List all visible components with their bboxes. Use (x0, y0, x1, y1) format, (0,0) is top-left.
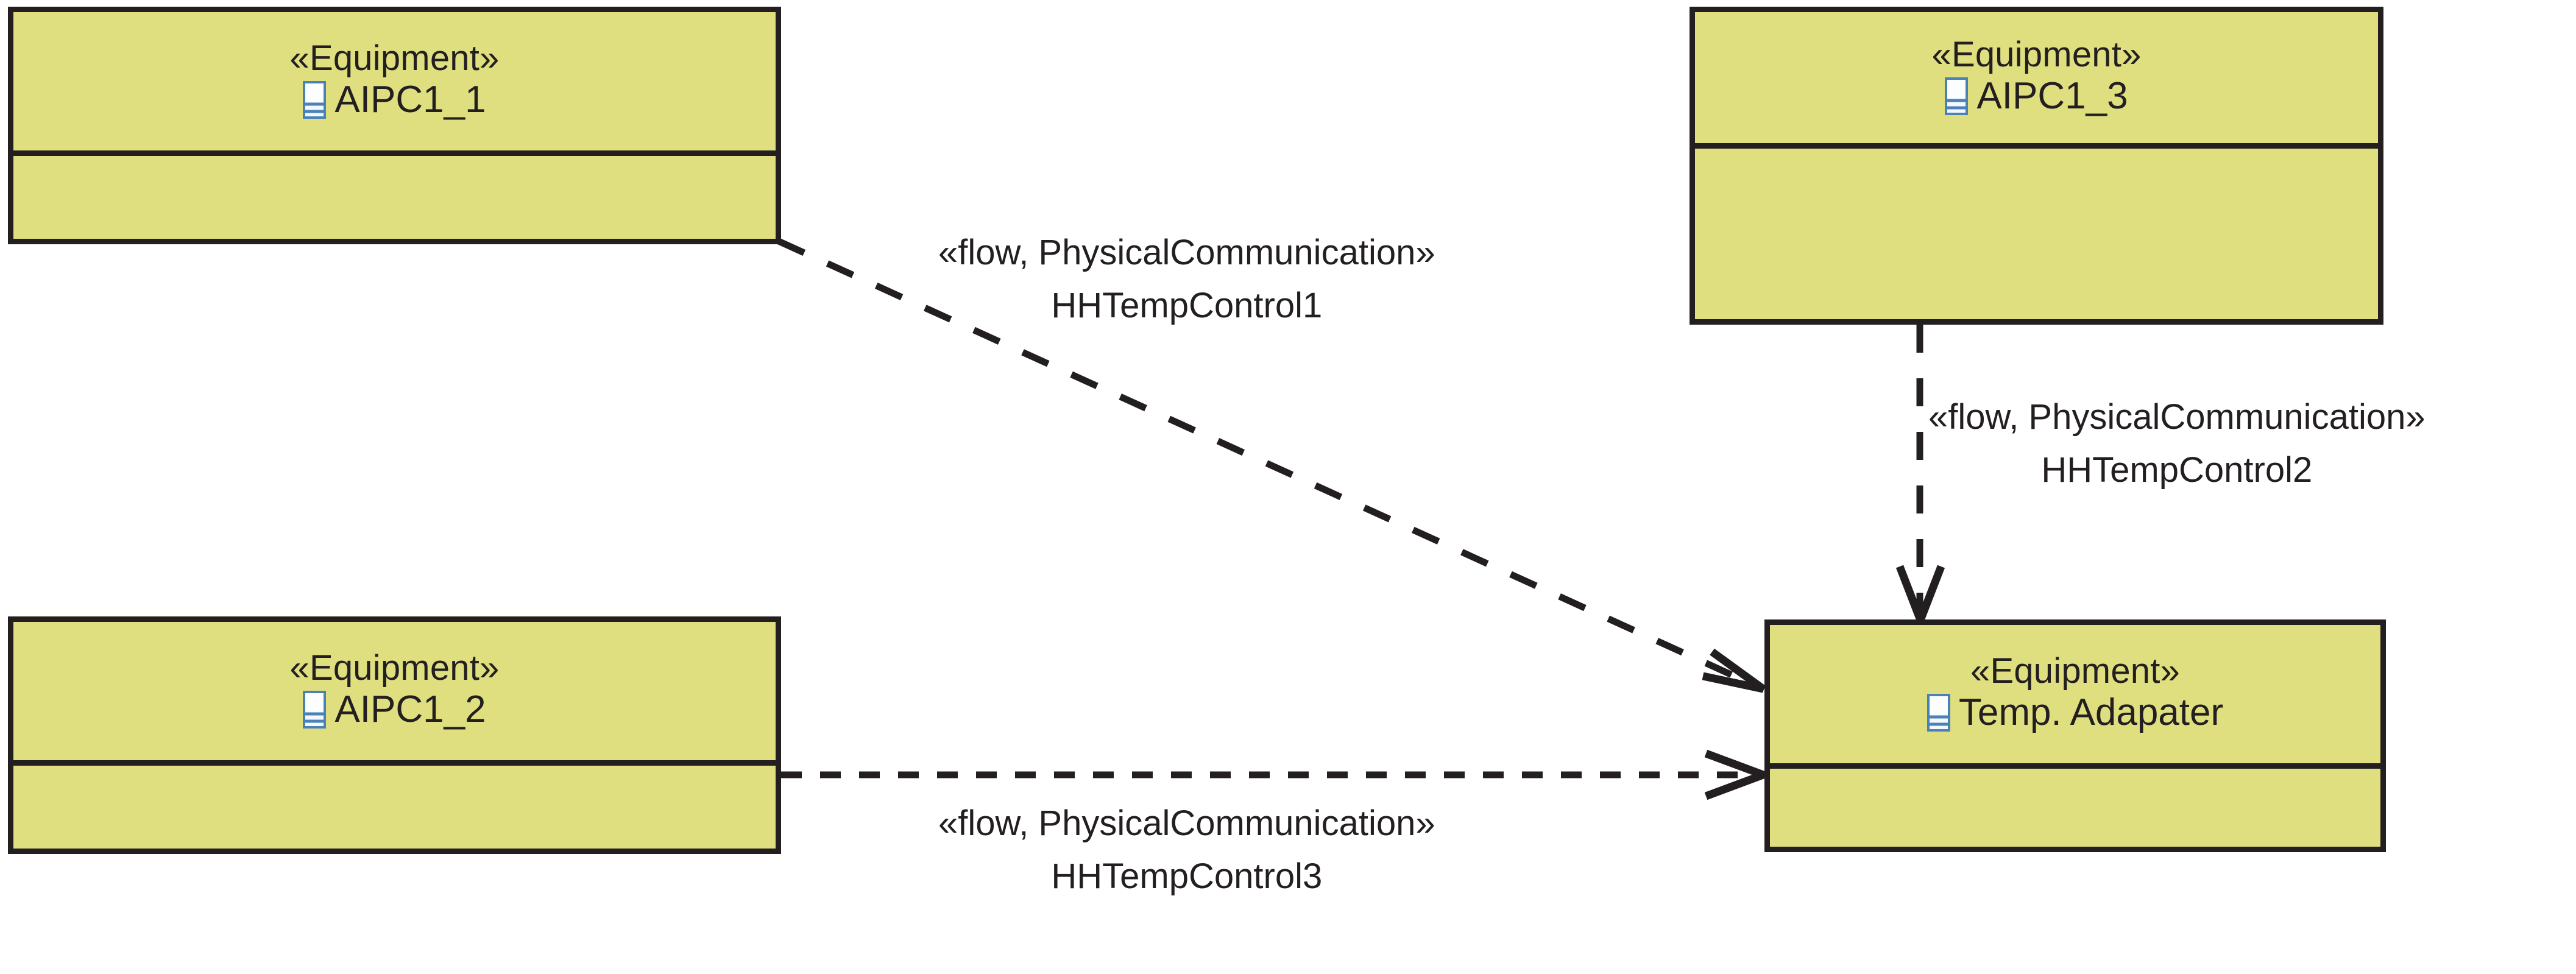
block-stereotype: «Equipment» (289, 38, 500, 78)
block-compartment (1770, 769, 2380, 847)
block-icon (1926, 693, 1951, 732)
arrowhead-open (1702, 648, 1766, 693)
connector-name: HHTempControl3 (1051, 856, 1323, 896)
block-header: «Equipment» AIPC1_1 (13, 12, 776, 156)
block-compartment (1695, 149, 2378, 319)
arrowhead-open (1895, 565, 1945, 632)
block-header: «Equipment» AIPC1_2 (13, 622, 776, 766)
connector-stereotype: «flow, PhysicalCommunication» (1928, 397, 2426, 437)
block-compartment (13, 156, 776, 239)
block-compartment (13, 766, 776, 849)
connector-label-hhtempcontrol1[interactable]: «flow, PhysicalCommunication» HHTempCont… (938, 233, 1435, 325)
block-label: AIPC1_3 (1976, 75, 2128, 118)
connector-name: HHTempControl1 (1051, 285, 1323, 325)
block-name-row: AIPC1_3 (1944, 75, 2128, 118)
block-stereotype: «Equipment» (289, 648, 500, 688)
block-aipc1-1[interactable]: «Equipment» AIPC1_1 (8, 7, 781, 244)
block-aipc1-3[interactable]: «Equipment» AIPC1_3 (1690, 7, 2383, 325)
connector-stereotype: «flow, PhysicalCommunication» (938, 803, 1435, 843)
connector-label-hhtempcontrol2[interactable]: «flow, PhysicalCommunication» HHTempCont… (1928, 397, 2426, 490)
connector-hhtempcontrol3[interactable] (781, 749, 1775, 800)
block-name-row: Temp. Adapater (1926, 691, 2224, 734)
connector-name: HHTempControl2 (2041, 450, 2313, 490)
arrowhead-open (1704, 749, 1775, 800)
block-temp-adapater[interactable]: «Equipment» Temp. Adapater (1764, 619, 2386, 852)
connector-label-hhtempcontrol3[interactable]: «flow, PhysicalCommunication» HHTempCont… (938, 805, 1435, 895)
block-icon (1944, 76, 1969, 116)
block-label: AIPC1_2 (334, 688, 486, 731)
block-name-row: AIPC1_2 (302, 688, 486, 731)
block-header: «Equipment» Temp. Adapater (1770, 625, 2380, 769)
block-icon (302, 690, 327, 729)
connector-stereotype: «flow, PhysicalCommunication» (938, 233, 1435, 272)
block-name-row: AIPC1_1 (302, 79, 486, 121)
block-label: AIPC1_1 (334, 79, 486, 121)
block-label: Temp. Adapater (1958, 691, 2224, 734)
block-aipc1-2[interactable]: «Equipment» AIPC1_2 (8, 616, 781, 854)
block-stereotype: «Equipment» (1931, 34, 2142, 74)
block-header: «Equipment» AIPC1_3 (1695, 12, 2378, 149)
block-stereotype: «Equipment» (1970, 651, 2180, 691)
block-icon (302, 80, 327, 119)
